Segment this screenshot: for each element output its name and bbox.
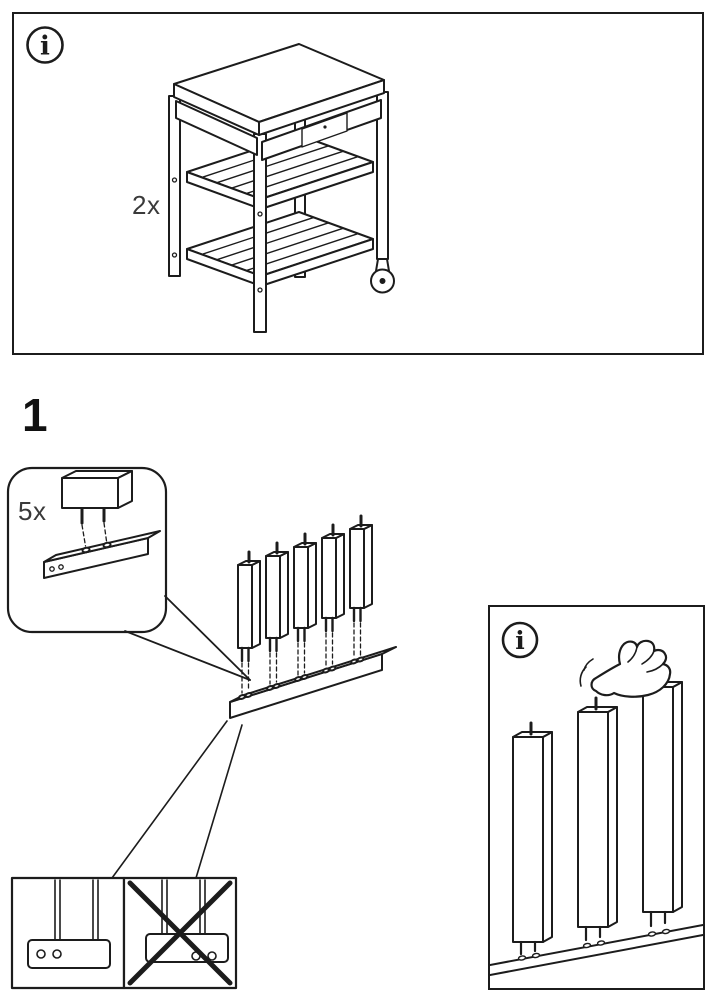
step-number: 1 — [22, 389, 48, 441]
standing-slat-1 — [512, 721, 553, 956]
motion-line — [583, 658, 594, 671]
rail-holes — [238, 656, 365, 700]
cart-shelf-lower — [186, 211, 374, 287]
overview-quantity-label: 2x — [132, 190, 161, 220]
standing-slat-2 — [577, 696, 618, 942]
dowel-info-panel: i — [488, 605, 705, 990]
info-icon: i — [26, 26, 64, 64]
cross-out-icon — [127, 880, 233, 986]
slat-5 — [349, 514, 373, 658]
magnifier-callout-tail — [124, 595, 251, 681]
dowel-info-illustration: i — [490, 621, 703, 976]
rail-hole — [36, 949, 46, 959]
info-icon-circle — [26, 26, 64, 64]
dowel-quantity-label: 5x — [18, 496, 47, 526]
rail-side-hole — [49, 566, 55, 572]
standing-slat-3 — [642, 671, 683, 928]
kitchen-cart-illustration — [168, 43, 395, 333]
callout-rail — [43, 530, 161, 579]
rail-hole — [81, 546, 91, 554]
callout-alignment-dashes — [81, 522, 108, 547]
cart-screw-dots — [171, 177, 263, 293]
rail-correct — [27, 939, 111, 969]
cart-drawer — [175, 99, 382, 161]
rail-side-hole — [58, 564, 64, 570]
slat-4 — [321, 523, 345, 667]
rail-hole — [52, 949, 62, 959]
motion-line — [579, 666, 587, 687]
slat-1 — [237, 550, 261, 694]
info-icon-glyph: i — [40, 32, 50, 62]
callout-dowel-pins — [80, 507, 106, 525]
correct-orientation-box — [10, 876, 126, 990]
slat-2 — [265, 541, 289, 685]
detail-pointer-lines — [111, 720, 243, 879]
cart-front-leg — [253, 133, 267, 333]
cart-left-leg — [168, 95, 181, 277]
board-holes — [517, 928, 671, 961]
info-icon-glyph: i — [515, 626, 525, 655]
callout-slat-end — [61, 470, 133, 509]
assembly-rail — [229, 646, 397, 719]
info-icon: i — [501, 621, 539, 659]
cart-tabletop — [173, 43, 385, 136]
rail-hole — [102, 541, 112, 549]
hand-flick-icon — [579, 639, 672, 698]
step1-illustration — [6, 466, 397, 990]
rail-hole — [207, 951, 217, 961]
incorrect-orientation-box — [122, 876, 238, 990]
slat-3 — [293, 532, 317, 676]
cart-caster-wheel — [370, 258, 395, 294]
overview-panel: i 2x — [12, 12, 704, 355]
